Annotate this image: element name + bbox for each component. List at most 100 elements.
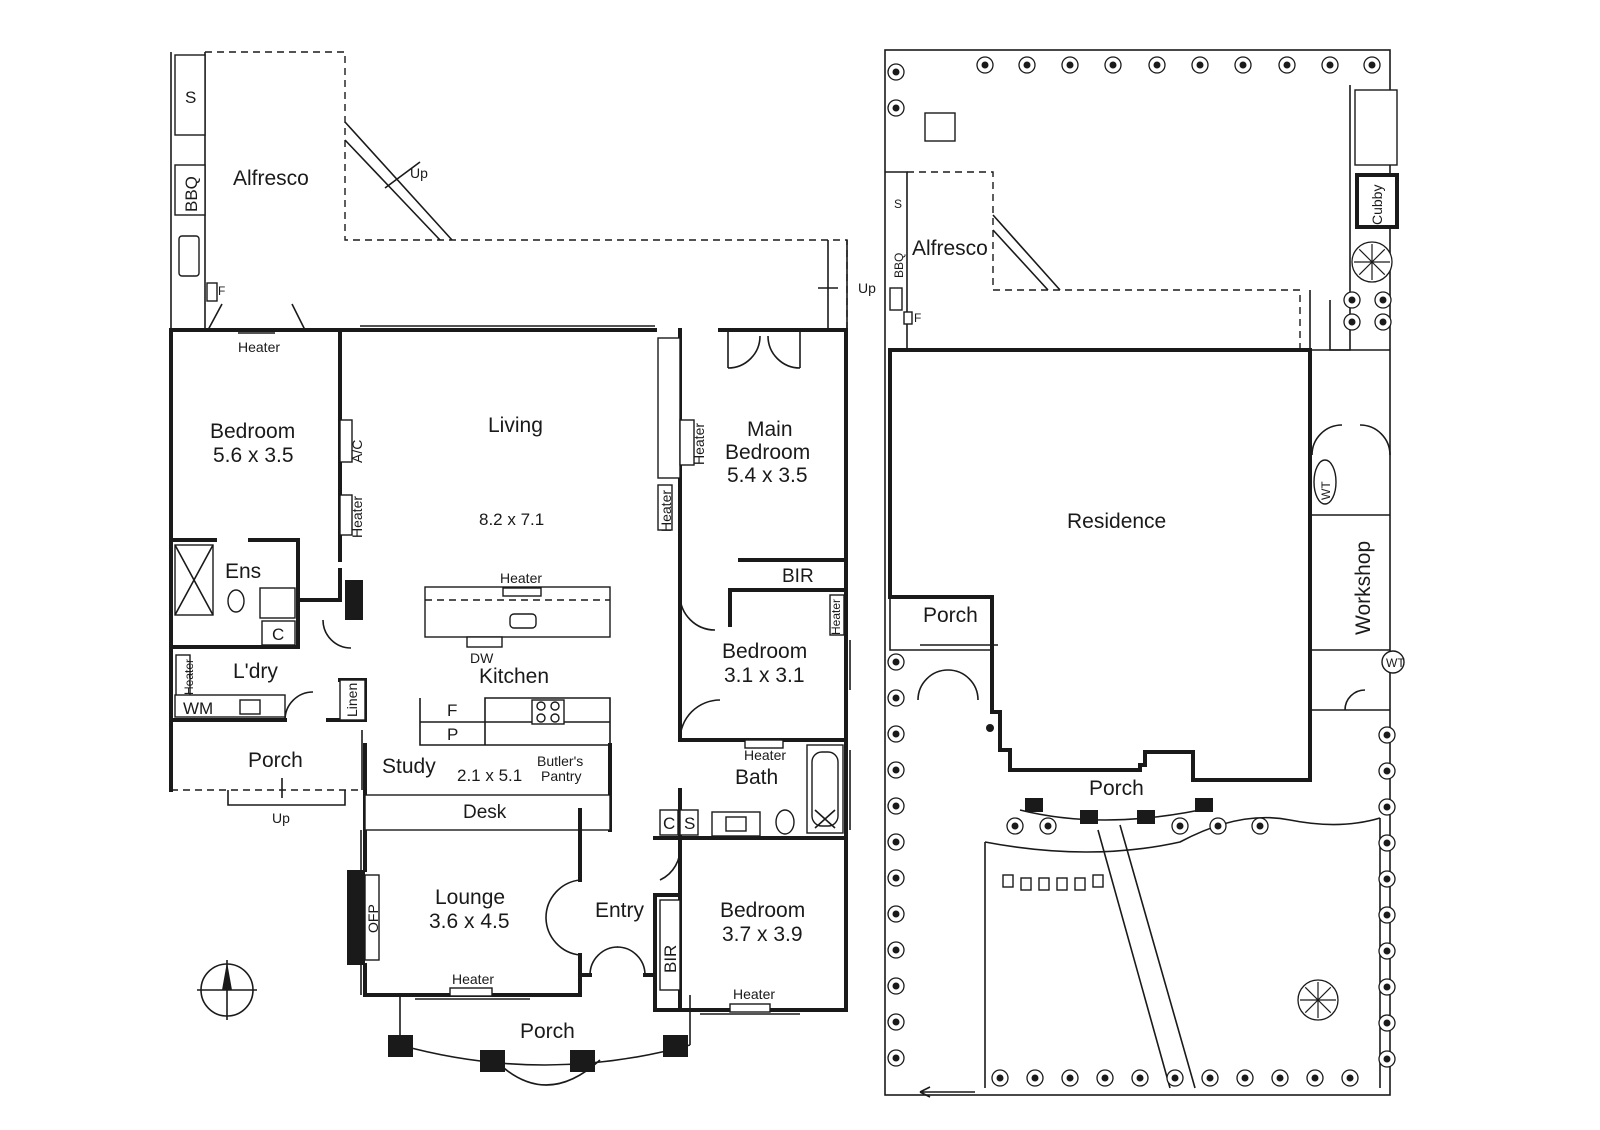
- shrub-center: [1066, 61, 1074, 69]
- ac-unit: [339, 419, 353, 463]
- burner: [536, 713, 546, 723]
- bath-door: [679, 699, 721, 741]
- res-pillar: [1195, 798, 1213, 812]
- alfresco-sink: [178, 235, 200, 277]
- robe-main: [657, 337, 681, 479]
- fridge-label: F: [447, 701, 457, 720]
- side-door: [1344, 689, 1366, 711]
- shrub-center: [1276, 1074, 1284, 1082]
- shrub-center: [1196, 61, 1204, 69]
- shrub-center: [1171, 1074, 1179, 1082]
- living-size: 8.2 x 7.1: [479, 510, 544, 529]
- heater-living: [339, 494, 353, 536]
- shrub-center: [1379, 318, 1387, 326]
- f-label: F: [218, 284, 225, 298]
- tree-branch: [1304, 986, 1319, 1001]
- main-bedroom-door: [727, 330, 801, 369]
- wm-label: WM: [183, 699, 213, 718]
- ldry-label: L'dry: [233, 660, 278, 683]
- residence-door-side: [917, 669, 979, 701]
- shrub-center: [1109, 61, 1117, 69]
- shrub-center: [892, 730, 900, 738]
- s-right-label: S: [894, 197, 902, 211]
- s-label: S: [185, 88, 196, 107]
- cubby-label: Cubby: [1369, 185, 1385, 225]
- heater-top-label: Heater: [238, 339, 280, 355]
- lounge-size: 3.6 x 4.5: [429, 910, 510, 933]
- shrub-center: [892, 658, 900, 666]
- play-bench: [1354, 89, 1398, 166]
- alfresco-label: Alfresco: [233, 167, 309, 190]
- bath-label: Bath: [735, 766, 778, 789]
- shrub-center: [1214, 822, 1222, 830]
- bedroom3-name: Bedroom: [720, 899, 805, 922]
- shrub-center: [1383, 767, 1391, 775]
- linen-cupboard: [339, 679, 366, 721]
- c-ens-label: C: [272, 625, 284, 644]
- compass-needle: [222, 962, 232, 990]
- burner: [536, 701, 546, 711]
- pillar: [345, 580, 363, 620]
- bbq: [174, 164, 206, 216]
- main-bedroom-name2: Bedroom: [725, 441, 810, 464]
- shrub-center: [996, 1074, 1004, 1082]
- porch-side-label: Porch: [248, 749, 303, 772]
- heater-main2: [657, 484, 673, 531]
- bedroom2-size: 3.1 x 3.1: [724, 664, 805, 687]
- ac-label: A/C: [349, 440, 365, 463]
- toilet-ens: [227, 589, 245, 613]
- entry-front-wall: [578, 973, 657, 1012]
- bir1-walls: [728, 558, 848, 627]
- bir2: [659, 899, 681, 991]
- ens-door: [322, 619, 352, 649]
- c-bath-label: C: [663, 814, 675, 833]
- compass: [197, 960, 257, 1020]
- lounge-name: Lounge: [435, 886, 505, 909]
- lounge-door: [545, 879, 581, 956]
- f-right-label: F: [914, 311, 921, 325]
- bedroom2-name: Bedroom: [722, 640, 807, 663]
- heater-bed3: [729, 1003, 771, 1013]
- bench-s: [174, 54, 206, 136]
- heater-island-label: Heater: [500, 570, 542, 586]
- alfresco-outline-right: [907, 171, 1301, 350]
- island-sink: [509, 613, 537, 629]
- desk-label: Desk: [463, 802, 507, 823]
- shrub-center: [892, 1018, 900, 1026]
- alfresco-outline: [205, 51, 848, 330]
- res-pillar: [1080, 810, 1098, 824]
- shrub-center: [892, 874, 900, 882]
- shrub-center: [1326, 61, 1334, 69]
- ofp-label: OFP: [365, 904, 381, 933]
- detailed-floor-plan: Alfresco S BBQ F Up Up Heater Bedroom 5.…: [169, 51, 876, 1086]
- shrub-center: [1031, 1074, 1039, 1082]
- heater-living-label: Heater: [349, 496, 365, 538]
- cubby: [1355, 173, 1399, 229]
- heater-main1: [679, 419, 695, 466]
- porch-pillar: [570, 1050, 595, 1072]
- butlers-pantry-label2: Pantry: [541, 768, 581, 784]
- front-door: [589, 946, 646, 976]
- shrub-center: [1383, 911, 1391, 919]
- bbq-right-label: BBQ: [892, 253, 906, 278]
- shrub-center: [1044, 822, 1052, 830]
- pavers: [1002, 874, 1104, 891]
- study-size: 2.1 x 5.1: [457, 766, 522, 785]
- alfresco-right-label: Alfresco: [912, 237, 988, 260]
- pantry-label: P: [447, 725, 458, 744]
- s-bath-label: S: [684, 814, 695, 833]
- shrub-center: [892, 838, 900, 846]
- alfresco-door: [207, 303, 306, 331]
- wt2: [1381, 650, 1405, 674]
- shrub-center: [1206, 1074, 1214, 1082]
- bath-hall-door: [659, 844, 681, 881]
- bedroom3-size: 3.7 x 3.9: [722, 923, 803, 946]
- cubby-surround: [1329, 85, 1351, 351]
- kitchen-label: Kitchen: [479, 665, 549, 688]
- main-bedroom-name1: Main: [747, 418, 793, 441]
- shrub-center: [1383, 1055, 1391, 1063]
- main-bedroom-size: 5.4 x 3.5: [727, 464, 808, 487]
- up-alfresco-label: Up: [410, 165, 428, 181]
- wt2-label: WT: [1386, 656, 1405, 670]
- shrub-center: [892, 802, 900, 810]
